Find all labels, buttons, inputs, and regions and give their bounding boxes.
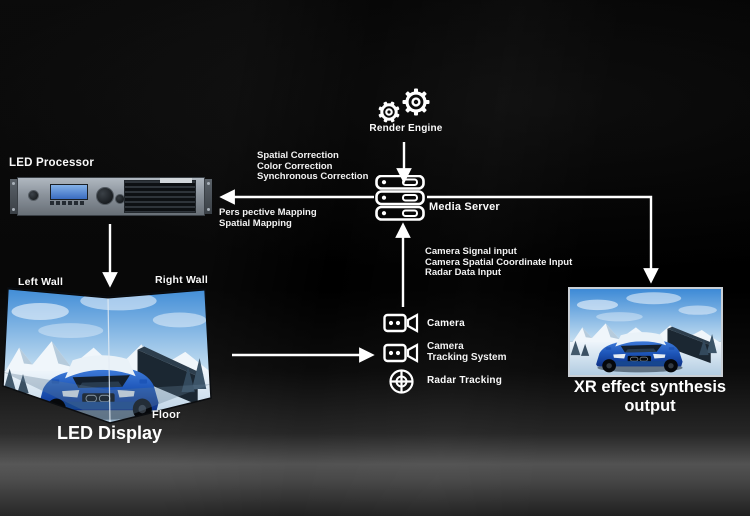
led-processor-device (10, 177, 212, 216)
right-wall-label: Right Wall (155, 274, 208, 286)
processor-vent-grille (124, 180, 196, 213)
correction-notes: Spatial Correction Color Correction Sync… (257, 150, 369, 183)
render-engine-gears-icon (378, 88, 430, 123)
processor-main-knob (96, 187, 114, 205)
input-notes: Camera Signal input Camera Spatial Coord… (425, 246, 573, 279)
media-server-icon (375, 175, 425, 221)
radar-tracking-label: Radar Tracking (427, 375, 503, 386)
floor-label: Floor (152, 409, 181, 421)
rack-ear-left (10, 179, 17, 214)
camera-icon (383, 313, 419, 333)
led-display-label: LED Display (56, 423, 163, 443)
processor-small-knob (28, 190, 39, 201)
correction-line: Synchronous Correction (257, 171, 369, 182)
correction-line: Color Correction (257, 160, 333, 172)
processor-label-strip (160, 178, 192, 183)
render-engine-label: Render Engine (369, 123, 443, 134)
camera-tracking-line2: Tracking System (427, 352, 507, 363)
camera-tracking-icon (383, 343, 419, 363)
input-line: Radar Data Input (425, 267, 502, 278)
camera-tracking-line1: Camera (427, 341, 464, 352)
xr-output-screen (568, 287, 723, 377)
xr-output-label: XR effect synthesis output (573, 378, 727, 415)
processor-lcd-screen (50, 184, 88, 200)
mapping-line: Pers pective Mapping (219, 207, 317, 218)
mapping-notes: Pers pective Mapping Spatial Mapping (219, 207, 317, 229)
processor-buttons (50, 201, 86, 205)
camera-label: Camera (427, 318, 465, 329)
led-processor-label: LED Processor (9, 157, 95, 169)
input-line: Camera Signal input (425, 246, 517, 257)
radar-tracking-icon (389, 369, 414, 394)
arrow-server-to-xr-output (427, 195, 659, 284)
led-display-wall (2, 286, 212, 424)
mapping-line: Spatial Mapping (219, 217, 292, 229)
rack-ear-right (205, 179, 212, 214)
camera-tracking-label: Camera Tracking System (427, 341, 506, 363)
correction-line: Spatial Correction (257, 150, 339, 161)
input-line: Camera Spatial Coordinate Input (425, 256, 573, 268)
media-server-label: Media Server (429, 201, 500, 213)
xr-output-scene (570, 289, 721, 375)
left-wall-label: Left Wall (18, 276, 64, 288)
